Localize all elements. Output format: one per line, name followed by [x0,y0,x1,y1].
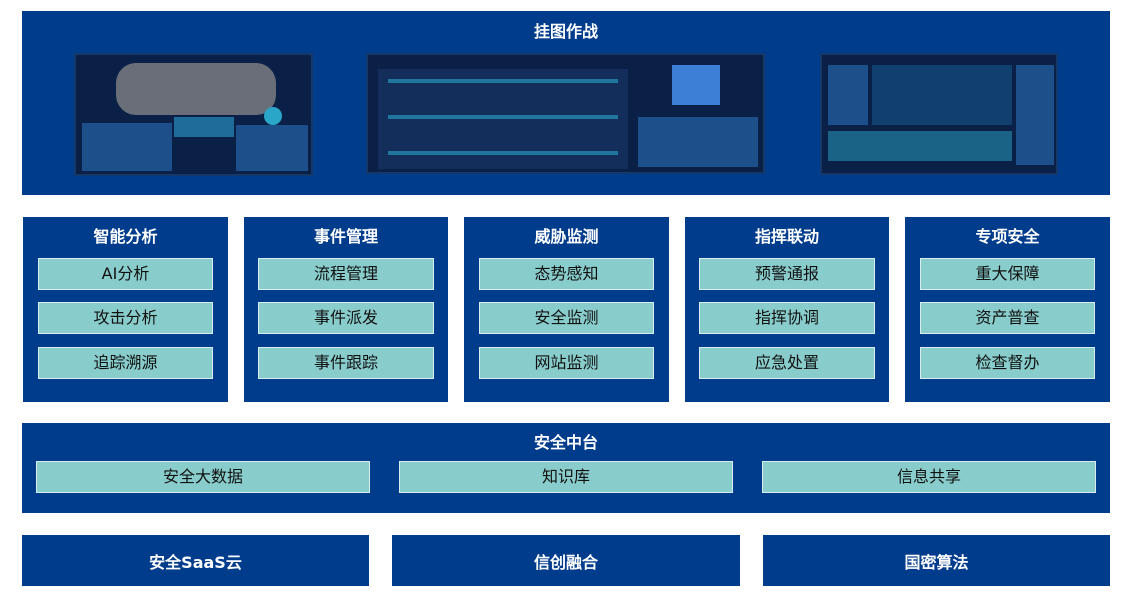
foundation-xinchuang[interactable]: 信创融合 [392,535,740,586]
module-item[interactable]: 应急处置 [699,347,875,379]
module-item[interactable]: 网站监测 [479,347,654,379]
module-special-security: 专项安全 重大保障 资产普查 检查督办 [905,217,1110,402]
dashboard-thumbnail-2[interactable] [366,53,765,174]
module-event-management: 事件管理 流程管理 事件派发 事件跟踪 [244,217,448,402]
module-command-linkage: 指挥联动 预警通报 指挥协调 应急处置 [685,217,889,402]
module-title: 威胁监测 [534,227,599,246]
module-item[interactable]: AI分析 [38,258,213,290]
module-title: 智能分析 [93,227,158,246]
foundation-crypto-algorithm[interactable]: 国密算法 [763,535,1110,586]
module-title: 事件管理 [313,227,378,246]
foundation-saas-cloud[interactable]: 安全SaaS云 [22,535,369,586]
module-item[interactable]: 指挥协调 [699,302,875,334]
module-title: 专项安全 [975,227,1040,246]
middle-item[interactable]: 知识库 [399,461,733,493]
module-intelligent-analysis: 智能分析 AI分析 攻击分析 追踪溯源 [23,217,228,402]
middle-title: 安全中台 [533,433,598,452]
module-item[interactable]: 态势感知 [479,258,654,290]
module-item[interactable]: 安全监测 [479,302,654,334]
security-middle-platform: 安全中台 安全大数据 知识库 信息共享 [22,423,1110,513]
module-item[interactable]: 事件派发 [258,302,434,334]
module-item[interactable]: 预警通报 [699,258,875,290]
module-threat-monitoring: 威胁监测 态势感知 安全监测 网站监测 [464,217,669,402]
module-item[interactable]: 攻击分析 [38,302,213,334]
top-panel: 挂图作战 [22,11,1110,195]
middle-item[interactable]: 安全大数据 [36,461,370,493]
dashboard-thumbnail-3[interactable] [820,53,1058,175]
module-item[interactable]: 重大保障 [920,258,1095,290]
middle-item[interactable]: 信息共享 [762,461,1096,493]
dashboard-thumbnail-1[interactable] [74,53,313,176]
module-title: 指挥联动 [754,227,819,246]
module-item[interactable]: 追踪溯源 [38,347,213,379]
module-item[interactable]: 流程管理 [258,258,434,290]
top-panel-title: 挂图作战 [533,22,598,41]
module-item[interactable]: 事件跟踪 [258,347,434,379]
module-item[interactable]: 检查督办 [920,347,1095,379]
module-item[interactable]: 资产普查 [920,302,1095,334]
